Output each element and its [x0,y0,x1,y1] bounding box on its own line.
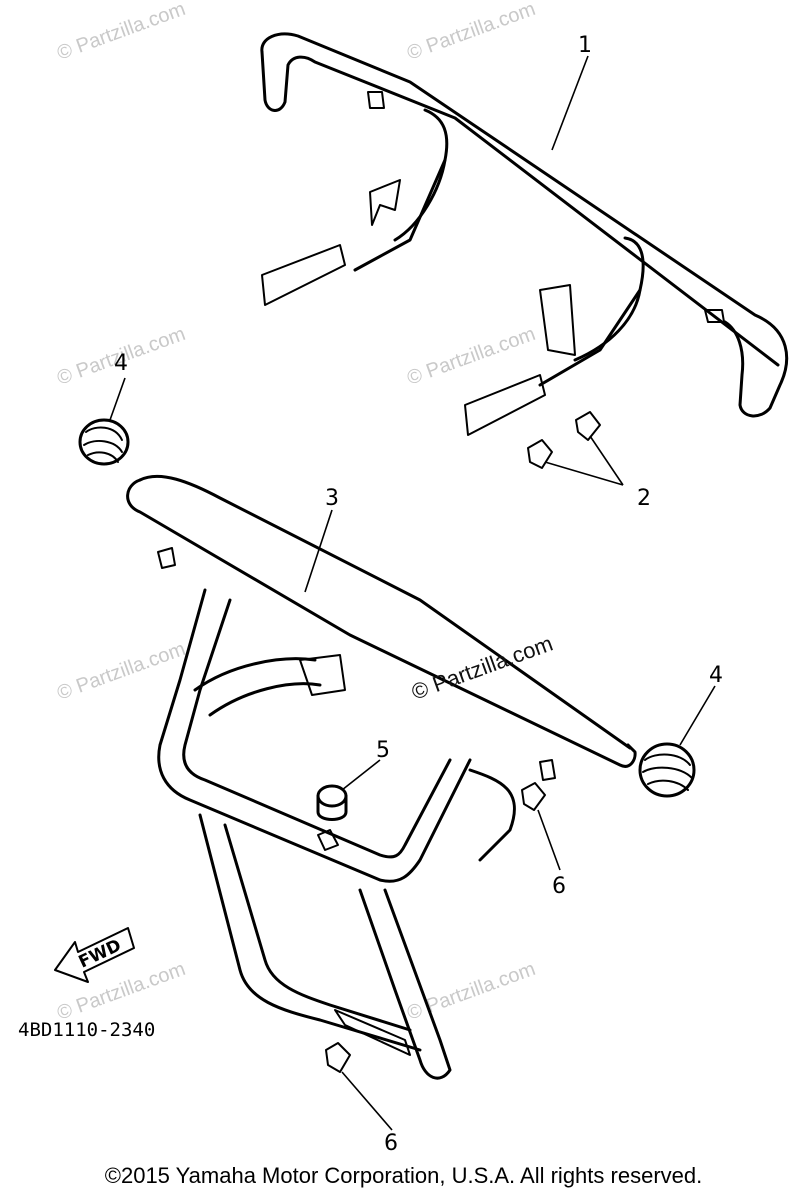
leader-lines [109,55,716,1131]
watermark: © Partzilla.com [404,958,538,1025]
watermarks: © Partzilla.com © Partzilla.com © Partzi… [54,0,538,1025]
callout-2: 2 [637,486,651,511]
watermark-center: © Partzilla.com [408,631,556,705]
callout-4-left: 4 [114,351,128,376]
watermark: © Partzilla.com [54,958,188,1025]
fwd-arrow: FWD [54,927,135,983]
part-5-collar[interactable] [316,784,348,821]
part-code: 4BD1110-2340 [18,1019,155,1041]
part-4-end-cap-left[interactable] [78,418,130,466]
copyright-notice: ©2015 Yamaha Motor Corporation, U.S.A. A… [104,1163,703,1188]
watermark: © Partzilla.com [404,323,538,390]
watermark: © Partzilla.com [404,0,538,65]
part-1-upper-bar[interactable] [260,32,789,436]
part-3-lower-guard[interactable] [126,474,637,1080]
callout-6-bottom: 6 [384,1131,398,1156]
callout-1: 1 [578,33,592,58]
callout-5: 5 [376,738,390,763]
part-2-bolts[interactable] [527,411,601,469]
watermark: © Partzilla.com [54,0,188,65]
callout-3: 3 [325,486,339,511]
callout-6-right: 6 [552,874,566,899]
callout-4-right: 4 [709,663,723,688]
watermark: © Partzilla.com [54,638,188,705]
callouts: 1 2 3 4 4 5 6 6 [114,33,723,1156]
part-4-end-cap-right[interactable] [638,742,696,798]
part-6-bolt-bottom[interactable] [325,1042,351,1073]
part-6-bolt-right[interactable] [521,782,546,811]
